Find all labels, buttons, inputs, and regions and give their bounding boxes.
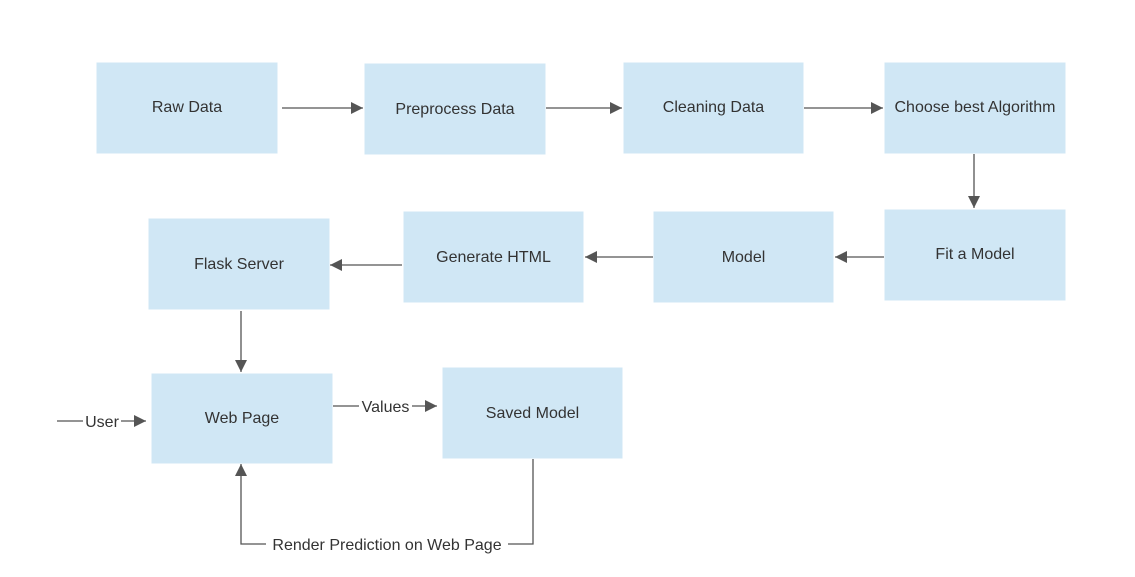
- node-cleaning-data: Cleaning Data: [623, 62, 804, 154]
- node-model: Model: [653, 211, 834, 303]
- edge-saved-to-webpage: [235, 459, 534, 545]
- node-raw-data-box: [96, 62, 278, 154]
- node-preprocess-data-label: Preprocess Data: [395, 101, 514, 118]
- render-label-bg: [266, 534, 508, 554]
- edges: [57, 102, 980, 545]
- values-label-bg: [359, 396, 412, 416]
- node-saved-model-box: [442, 367, 623, 459]
- node-cleaning-data-label: Cleaning Data: [663, 99, 765, 116]
- node-model-label: Model: [722, 249, 766, 266]
- node-web-page-label: Web Page: [205, 410, 280, 427]
- node-saved-model-label: Saved Model: [486, 405, 579, 422]
- edge-label-user: User: [85, 414, 119, 431]
- user-label-bg: [83, 411, 121, 431]
- node-raw-data-label: Raw Data: [152, 99, 222, 116]
- node-fit-a-model: Fit a Model: [884, 209, 1066, 301]
- node-choose-best-algorithm-box: [884, 62, 1066, 154]
- edge-labels: User Values Render Prediction on Web Pag…: [83, 396, 508, 554]
- node-preprocess-data-box: [364, 63, 546, 155]
- node-saved-model: Saved Model: [442, 367, 623, 459]
- node-cleaning-data-box: [623, 62, 804, 154]
- node-model-box: [653, 211, 834, 303]
- node-fit-a-model-label: Fit a Model: [935, 246, 1014, 263]
- node-fit-a-model-box: [884, 209, 1066, 301]
- node-flask-server-box: [148, 218, 330, 310]
- node-web-page-box: [151, 373, 333, 464]
- node-flask-server: Flask Server: [148, 218, 330, 310]
- node-generate-html-box: [403, 211, 584, 303]
- node-raw-data: Raw Data: [96, 62, 278, 154]
- node-flask-server-label: Flask Server: [194, 256, 284, 273]
- edge-label-render-prediction: Render Prediction on Web Page: [272, 537, 501, 554]
- node-preprocess-data: Preprocess Data: [364, 63, 546, 155]
- edge-label-values: Values: [362, 399, 410, 416]
- node-choose-best-algorithm: Choose best Algorithm: [884, 62, 1066, 154]
- node-web-page: Web Page: [151, 373, 333, 464]
- node-generate-html-label: Generate HTML: [436, 249, 551, 266]
- node-choose-best-algorithm-label: Choose best Algorithm: [895, 99, 1056, 116]
- node-generate-html: Generate HTML: [403, 211, 584, 303]
